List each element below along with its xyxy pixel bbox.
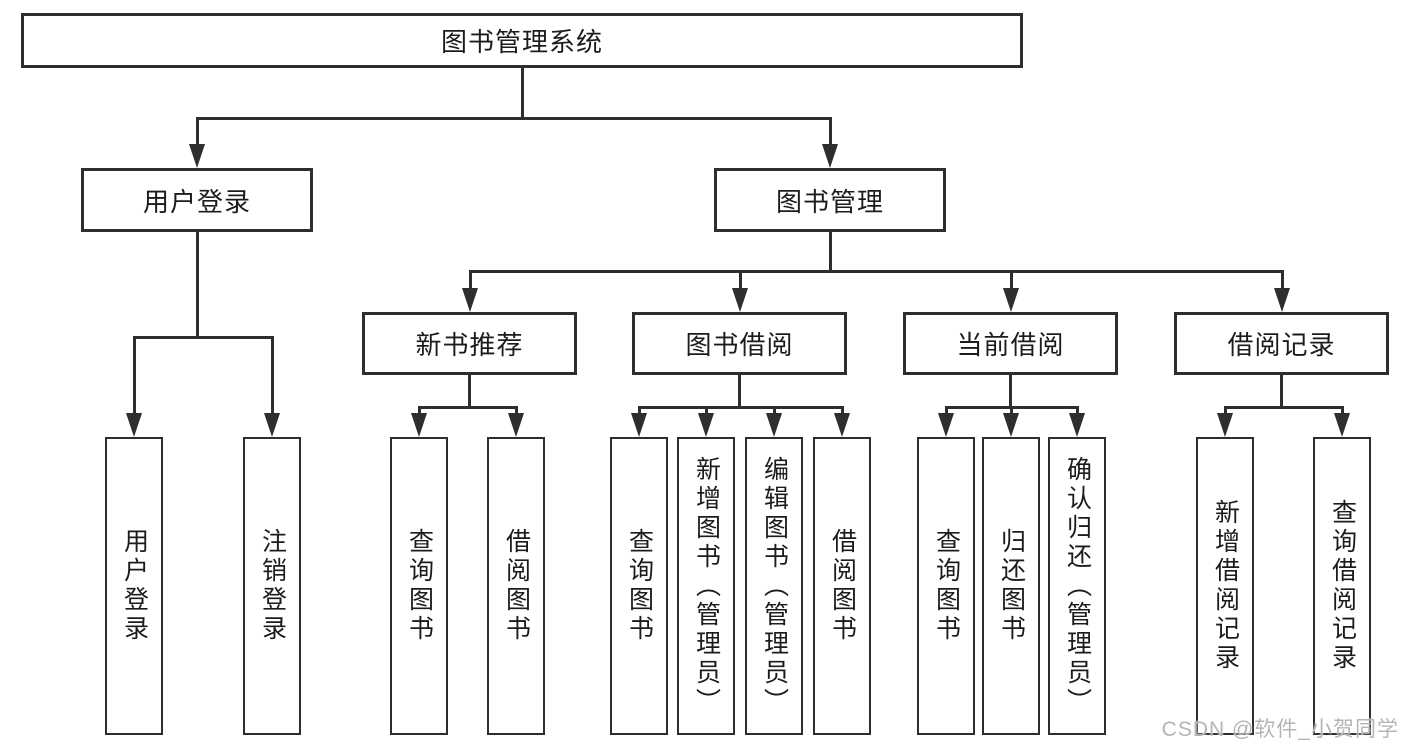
leaf-borrow-borrow-label: 借阅图书 (828, 528, 857, 644)
arrow-down-icon (1003, 413, 1019, 437)
node-borrow-records-label: 借阅记录 (1227, 330, 1336, 360)
connector-line (828, 230, 832, 271)
leaf-borrow-borrow: 借阅图书 (813, 437, 871, 735)
connector-line (417, 406, 421, 415)
arrow-down-icon (1274, 288, 1290, 312)
connector-line (417, 406, 518, 409)
leaf-current-query-label: 查询图书 (932, 528, 961, 644)
leaf-borrow-query: 查询图书 (610, 437, 668, 735)
node-borrow-records: 借阅记录 (1174, 312, 1389, 375)
node-book-borrow-label: 图书借阅 (685, 330, 794, 360)
arrow-down-icon (1334, 413, 1350, 437)
connector-line (468, 270, 1284, 273)
connector-line (738, 374, 741, 407)
node-user-login: 用户登录 (81, 168, 313, 232)
leaf-records-add-label: 新增借阅记录 (1211, 499, 1240, 673)
leaf-records-query: 查询借阅记录 (1313, 437, 1371, 735)
connector-line (195, 230, 199, 337)
connector-line (520, 67, 524, 118)
connector-line (1223, 406, 1227, 415)
arrow-down-icon (938, 413, 954, 437)
connector-line (772, 406, 776, 415)
node-new-book-recommend-label: 新书推荐 (415, 330, 524, 360)
node-root-label: 图书管理系统 (440, 27, 603, 57)
node-book-management: 图书管理 (714, 168, 946, 232)
leaf-current-query: 查询图书 (917, 437, 975, 735)
leaf-records-add: 新增借阅记录 (1196, 437, 1254, 735)
node-current-borrow: 当前借阅 (903, 312, 1118, 375)
arrow-down-icon (732, 288, 748, 312)
connector-line (840, 406, 844, 415)
connector-line (704, 406, 708, 415)
leaf-records-query-label: 查询借阅记录 (1328, 499, 1357, 673)
leaf-current-confirm-admin-label: 确认归还（管理员） (1063, 455, 1092, 717)
arrow-down-icon (126, 413, 142, 437)
node-new-book-recommend: 新书推荐 (362, 312, 577, 375)
connector-line (270, 336, 274, 415)
node-book-management-label: 图书管理 (775, 186, 884, 217)
connector-line (1340, 406, 1344, 415)
arrow-down-icon (264, 413, 280, 437)
node-root: 图书管理系统 (21, 13, 1023, 68)
connector-line (132, 336, 136, 415)
leaf-newbooks-borrow: 借阅图书 (487, 437, 545, 735)
connector-line (132, 336, 274, 339)
leaf-user-login-label: 用户登录 (120, 528, 149, 644)
leaf-current-return-label: 归还图书 (997, 528, 1026, 644)
leaf-current-confirm-admin: 确认归还（管理员） (1048, 437, 1106, 735)
connector-line (1280, 270, 1284, 290)
arrow-down-icon (189, 144, 205, 168)
arrow-down-icon (631, 413, 647, 437)
connector-line (468, 374, 471, 407)
leaf-borrow-edit-admin-label: 编辑图书（管理员） (760, 455, 789, 717)
connector-line (1223, 406, 1344, 409)
node-book-borrow: 图书借阅 (632, 312, 847, 375)
leaf-user-login: 用户登录 (105, 437, 163, 735)
connector-line (468, 270, 472, 290)
arrow-down-icon (462, 288, 478, 312)
connector-line (637, 406, 844, 409)
node-user-login-label: 用户登录 (142, 186, 251, 217)
arrow-down-icon (834, 413, 850, 437)
arrow-down-icon (1069, 413, 1085, 437)
arrow-down-icon (766, 413, 782, 437)
connector-line (637, 406, 641, 415)
connector-line (1075, 406, 1079, 415)
arrow-down-icon (822, 144, 838, 168)
leaf-newbooks-query-label: 查询图书 (405, 528, 434, 644)
connector-line (195, 117, 832, 120)
arrow-down-icon (1003, 288, 1019, 312)
arrow-down-icon (1217, 413, 1233, 437)
connector-line (195, 117, 199, 146)
arrow-down-icon (411, 413, 427, 437)
leaf-borrow-add-admin: 新增图书（管理员） (677, 437, 735, 735)
connector-line (944, 406, 948, 415)
node-current-borrow-label: 当前借阅 (956, 330, 1065, 360)
leaf-logout-label: 注销登录 (258, 528, 287, 644)
connector-line (1009, 270, 1013, 290)
connector-line (738, 270, 742, 290)
arrow-down-icon (508, 413, 524, 437)
leaf-borrow-add-admin-label: 新增图书（管理员） (692, 455, 721, 717)
leaf-borrow-edit-admin: 编辑图书（管理员） (745, 437, 803, 735)
connector-line (1009, 406, 1013, 415)
watermark: CSDN @软件_小贺同学 (1161, 718, 1399, 741)
leaf-newbooks-borrow-label: 借阅图书 (502, 528, 531, 644)
connector-line (1280, 374, 1283, 407)
leaf-newbooks-query: 查询图书 (390, 437, 448, 735)
leaf-logout: 注销登录 (243, 437, 301, 735)
leaf-borrow-query-label: 查询图书 (625, 528, 654, 644)
connector-line (1009, 374, 1012, 407)
leaf-current-return: 归还图书 (982, 437, 1040, 735)
arrow-down-icon (698, 413, 714, 437)
connector-line (828, 117, 832, 146)
connector-line (514, 406, 518, 415)
